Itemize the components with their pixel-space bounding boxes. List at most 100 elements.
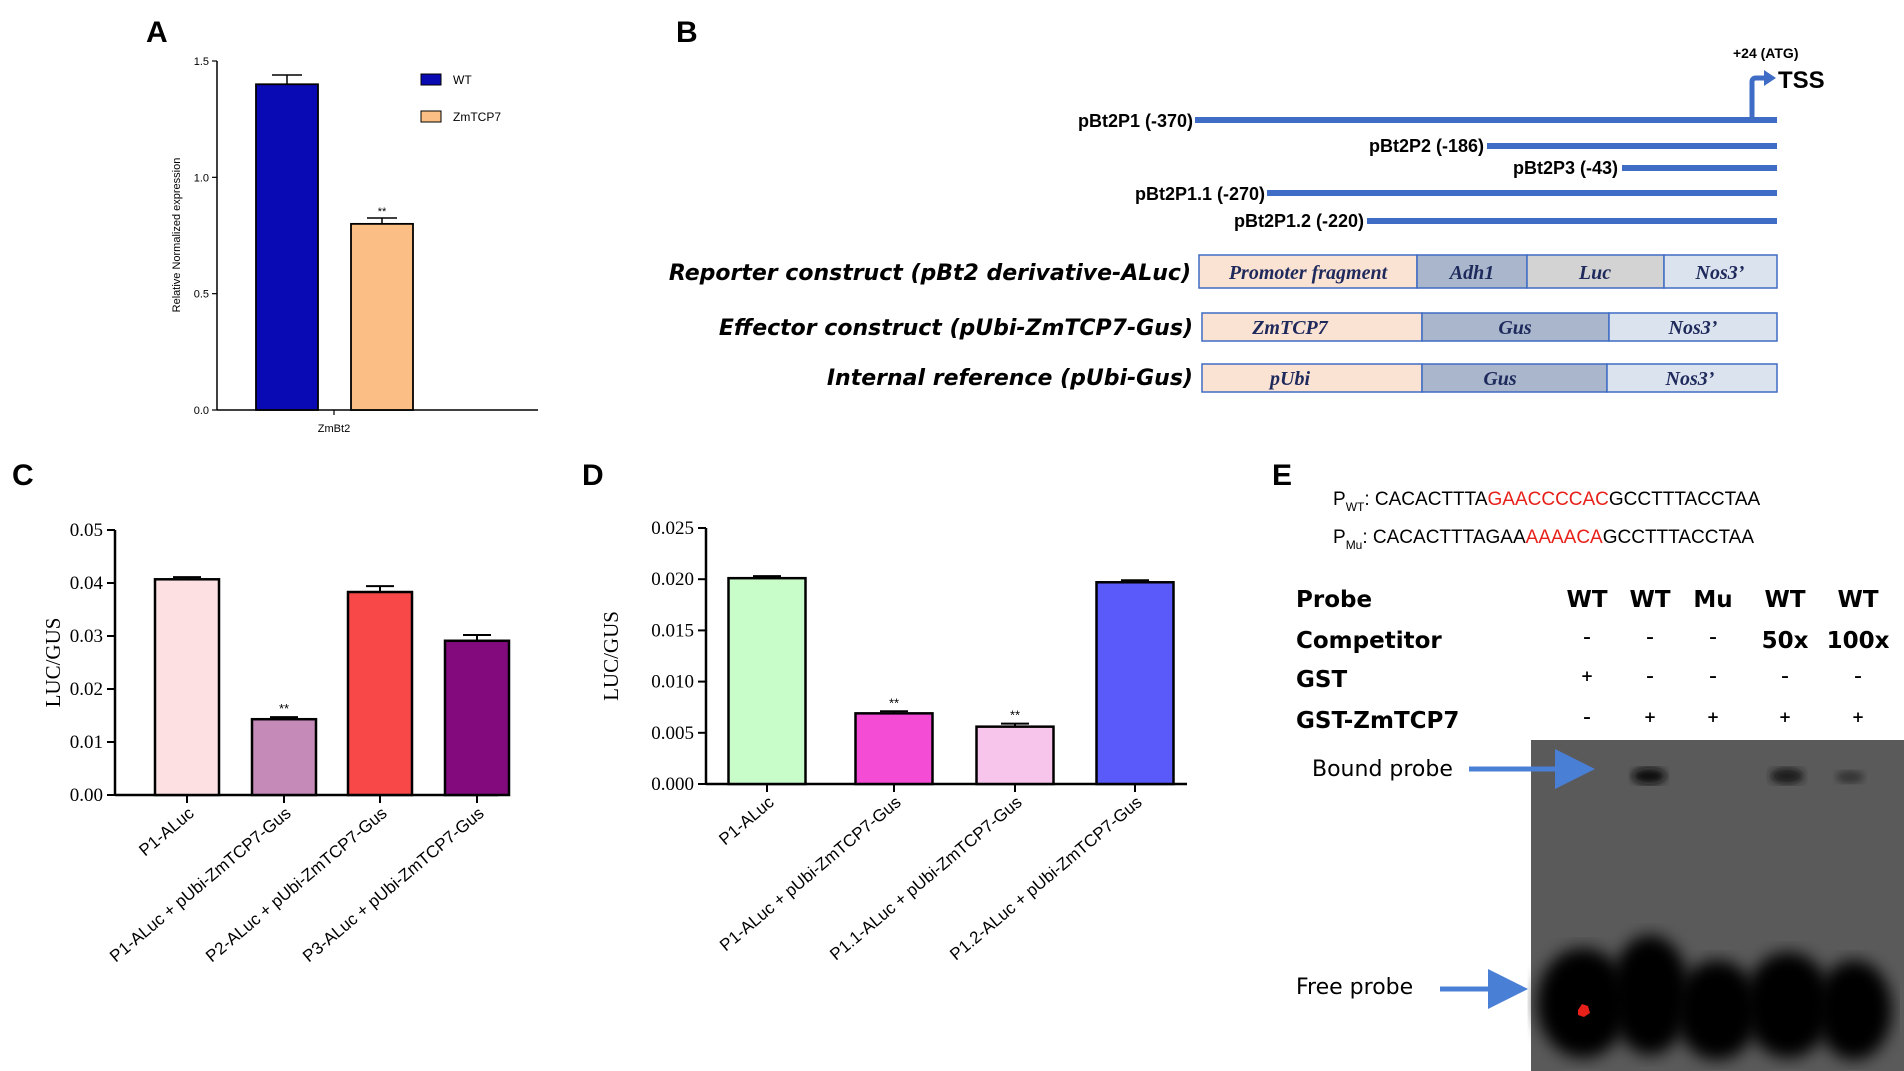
free-band-lane2 (1610, 935, 1690, 1055)
tss-arrowhead-icon (1764, 70, 1776, 86)
x-category-label: P1.1-ALuc + pUbi-ZmTCP7-Gus (826, 793, 1025, 965)
y-tick-label: 0.02 (70, 679, 103, 700)
panel-letter-e: E (1272, 459, 1292, 492)
y-tick-label: 1.5 (194, 56, 209, 68)
reporter-part-promoter (1198, 254, 1418, 289)
x-category-label: ZmBt2 (318, 423, 350, 435)
effector-part-nos (1608, 312, 1778, 342)
lane-value: – (1646, 628, 1654, 646)
lane-value: – (1709, 667, 1717, 685)
y-tick-label: 0.00 (70, 785, 103, 806)
tss-arrow (1749, 75, 1766, 120)
probe-mu-sequence: PMu: CACACTTTAGAAAAAACAGCCTTTACCTAA (1333, 527, 1754, 552)
atg-label: +24 (ATG) (1733, 45, 1798, 61)
construct-label-internal: Internal reference (pUbi-Gus) (827, 366, 1193, 391)
y-axis-title: Relative Normalized expression (171, 158, 183, 313)
effector-part-nos-label: Nos3’ (1668, 317, 1718, 339)
reporter-part-adh1 (1416, 254, 1528, 289)
free-band-lane4 (1744, 952, 1832, 1058)
construct-label-reporter: Reporter construct (pBt2 derivative-ALuc… (669, 261, 1191, 286)
bar (443, 639, 511, 797)
bar (346, 590, 414, 797)
bar-zmtcp7 (350, 222, 414, 411)
row-label-gst-zmtcp7: GST-ZmTCP7 (1296, 708, 1459, 734)
y-tick-label: 0.04 (70, 573, 104, 594)
reporter-part-luc-label: Luc (1578, 262, 1611, 284)
tss-label: TSS (1778, 67, 1825, 94)
row-label-competitor: Competitor (1296, 628, 1442, 654)
internal-part-nos-label: Nos3’ (1665, 368, 1715, 390)
lane-value: + (1581, 667, 1594, 685)
promoter-label-p1-1: pBt2P1.1 (-270) (1135, 184, 1265, 204)
x-category-label: P1-ALuc (135, 803, 198, 860)
significance-label: ** (279, 701, 289, 716)
lane-value: WT (1837, 587, 1878, 613)
internal-part-pubi (1201, 363, 1423, 393)
y-tick-label: 0.5 (194, 289, 209, 301)
red-spot (1578, 1004, 1590, 1017)
panel-letter-a: A (146, 16, 168, 49)
promoter-label-p1-2: pBt2P1.2 (-220) (1234, 211, 1364, 231)
free-probe-label: Free probe (1296, 975, 1413, 1000)
panel-letter-c: C (12, 459, 34, 492)
lane-value: WT (1629, 587, 1670, 613)
legend-swatch (420, 110, 442, 123)
bar (854, 712, 934, 786)
bound-probe-label: Bound probe (1312, 757, 1453, 782)
promoter-diagram: +24 (ATG) TSS pBt2P1 (-370) pBt2P2 (-186… (669, 45, 1825, 393)
y-tick-label: 0.01 (70, 732, 103, 753)
internal-part-gus-label: Gus (1483, 368, 1517, 390)
internal-part-pubi-label: pUbi (1268, 368, 1310, 390)
lane-value: WT (1566, 587, 1607, 613)
y-tick-label: 0.025 (651, 518, 694, 539)
lane-value: 50x (1762, 628, 1809, 654)
legend-label: ZmTCP7 (453, 110, 501, 124)
row-label-probe: Probe (1296, 587, 1372, 613)
effector-part-gus-label: Gus (1498, 317, 1532, 339)
row-label-gst: GST (1296, 667, 1347, 693)
effector-part-zmtcp7-label: ZmTCP7 (1251, 317, 1329, 339)
x-category-label: P1.2-ALuc + pUbi-ZmTCP7-Gus (946, 793, 1145, 965)
x-category-label: P3-ALuc + pUbi-ZmTCP7-Gus (299, 804, 487, 966)
significance-label: ** (1010, 708, 1020, 723)
legend-label: WT (453, 73, 472, 87)
y-tick-label: 0.015 (651, 620, 694, 641)
y-axis-title: LUC/GUS (41, 618, 65, 708)
x-category-label: P1-ALuc (715, 792, 778, 849)
lane-value: – (1854, 667, 1862, 685)
free-band-lane1 (1537, 948, 1629, 1058)
lane-value: WT (1764, 587, 1805, 613)
bar (975, 725, 1055, 786)
bound-band-lane2 (1632, 768, 1666, 784)
promoter-label-p2: pBt2P2 (-186) (1369, 136, 1484, 156)
bar-wt (255, 83, 319, 411)
x-category-label: P1-ALuc + pUbi-ZmTCP7-Gus (106, 804, 294, 966)
free-band-lane3 (1675, 960, 1759, 1060)
internal-part-nos (1606, 363, 1778, 393)
bar (153, 578, 221, 797)
reporter-part-nos (1663, 254, 1778, 289)
lane-value: Mu (1693, 587, 1732, 613)
panel-letter-d: D (582, 459, 604, 492)
y-tick-label: 0.03 (70, 626, 103, 647)
bar (1095, 581, 1175, 786)
significance-label: ** (889, 695, 899, 710)
y-tick-label: 0.000 (651, 774, 694, 795)
emsa-panel: PWT: CACACTTTAGAACCCCACGCCTTTACCTAA PMu:… (1296, 489, 1904, 1071)
legend-swatch (420, 73, 442, 86)
y-tick-label: 0.05 (70, 520, 103, 541)
promoter-label-p3: pBt2P3 (-43) (1513, 158, 1618, 178)
effector-part-zmtcp7 (1201, 312, 1423, 342)
y-tick-label: 0.0 (194, 405, 209, 417)
reporter-part-nos-label: Nos3’ (1695, 262, 1745, 284)
lane-value: + (1779, 708, 1792, 726)
lane-value: – (1583, 628, 1591, 646)
free-band-lane5 (1816, 960, 1892, 1060)
bound-band-lane4 (1770, 768, 1804, 784)
promoter-label-p1: pBt2P1 (-370) (1078, 111, 1193, 131)
probe-wt-sequence: PWT: CACACTTTAGAACCCCACGCCTTTACCTAA (1333, 489, 1761, 514)
y-tick-label: 0.005 (651, 723, 694, 744)
bar (727, 576, 807, 786)
